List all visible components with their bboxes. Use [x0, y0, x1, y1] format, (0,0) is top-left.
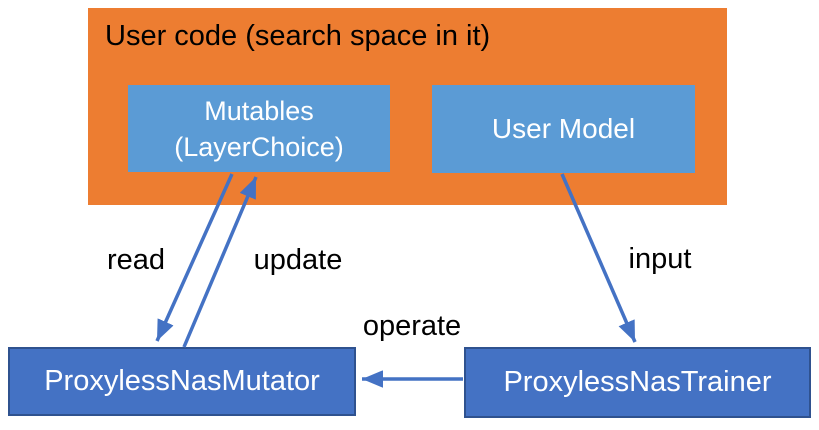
operate-edge-label: operate: [362, 310, 462, 342]
user-model-node: User Model: [432, 85, 695, 173]
proxylessnastrainer-label: ProxylessNasTrainer: [503, 366, 772, 398]
mutables-label-line2: (LayerChoice): [174, 131, 344, 162]
user-code-title: User code (search space in it): [105, 20, 491, 52]
update-edge-label: update: [253, 244, 343, 276]
input-edge-label: input: [628, 243, 692, 275]
mutables-node: Mutables (LayerChoice): [128, 85, 390, 172]
user-model-label: User Model: [491, 113, 636, 144]
mutables-label-line1: Mutables: [204, 95, 314, 126]
proxylessnasmutator-node: ProxylessNasMutator: [8, 347, 356, 416]
read-edge-label: read: [106, 244, 166, 276]
proxylessnastrainer-node: ProxylessNasTrainer: [464, 347, 811, 418]
user-code-container: User code (search space in it) Mutables …: [88, 8, 727, 205]
proxylessnasmutator-label: ProxylessNasMutator: [44, 365, 320, 397]
